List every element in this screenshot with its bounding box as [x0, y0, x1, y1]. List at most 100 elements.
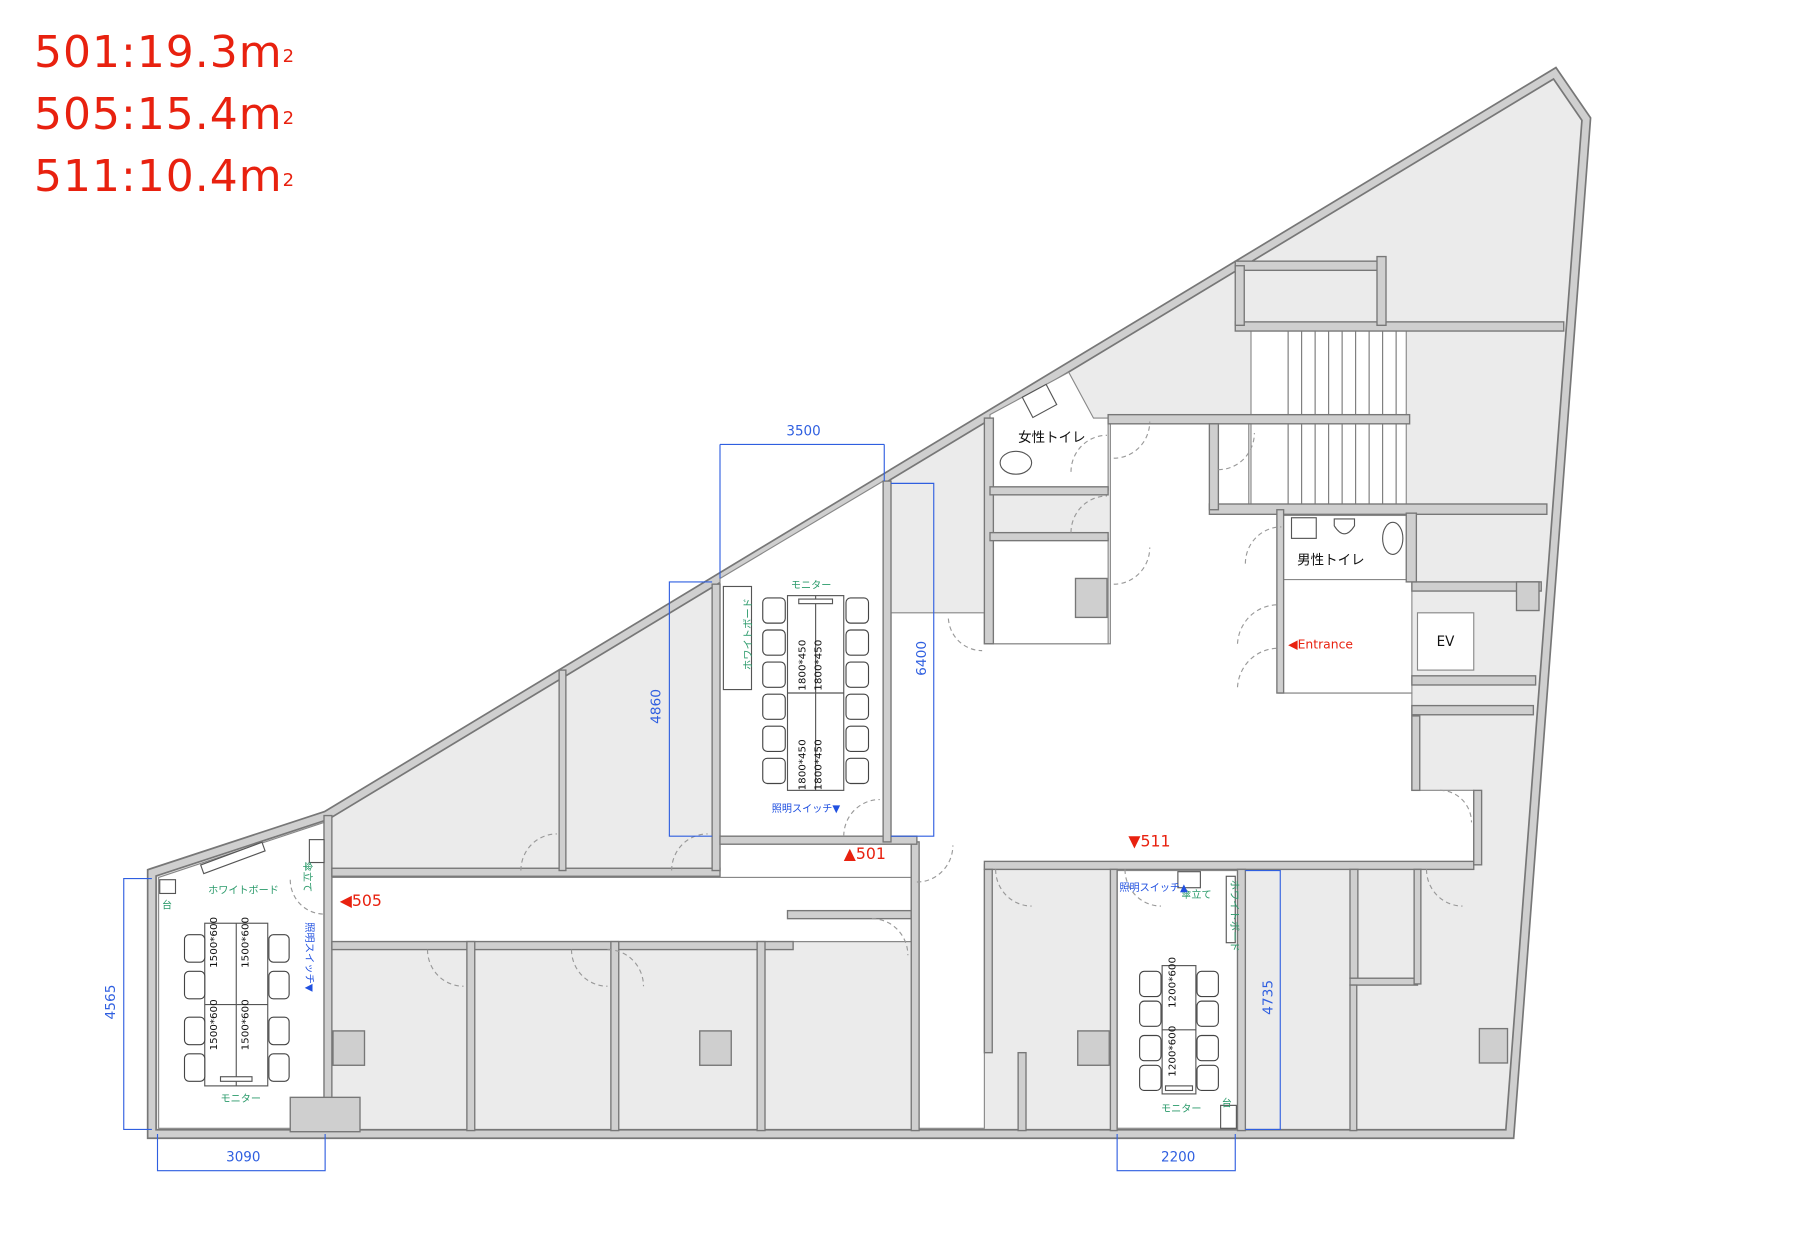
unit: m — [238, 151, 283, 202]
umbrella-stand-label: 傘立て — [301, 861, 314, 892]
room-number: 505 — [34, 89, 121, 140]
room-area: 10.4 — [136, 151, 239, 202]
monitor-label: モニター — [791, 580, 831, 592]
dimension-lines: 3500 6400 4860 4565 3090 2200 4735 — [103, 423, 1281, 1172]
chair — [1196, 1034, 1219, 1062]
table-size-label: 1500*600 — [241, 999, 252, 1050]
elevator-box — [1416, 612, 1475, 671]
chair — [762, 757, 786, 785]
wall-storage — [1234, 260, 1386, 272]
table-size-label: 1200*600 — [1168, 1026, 1179, 1077]
room-number: 501 — [34, 27, 121, 78]
unit: m — [238, 27, 283, 78]
chair — [183, 1053, 206, 1082]
door-swings — [289, 421, 1473, 987]
mens-toilet-bowl — [1382, 521, 1404, 555]
area-row-505: 505:15.4m2 — [34, 89, 296, 140]
wall-ev-bottom2 — [1411, 704, 1535, 716]
urinal — [1333, 518, 1356, 535]
chair — [268, 1053, 290, 1082]
chair — [183, 934, 206, 963]
table-size-label: 1800*450 — [813, 640, 824, 691]
chair — [762, 629, 786, 656]
wall-ev-bottom — [1411, 675, 1537, 686]
dimension-4860: 4860 — [648, 689, 664, 724]
light-switch-label: 照明スイッチ▼ — [772, 803, 841, 815]
entrance-marker: ◀Entrance — [1288, 636, 1353, 651]
chair — [845, 597, 870, 624]
wall-stair-top — [1234, 321, 1565, 332]
chair — [268, 1016, 290, 1046]
unit-sup: 2 — [282, 108, 296, 129]
womens-sink — [1021, 383, 1058, 419]
chair — [268, 970, 290, 1000]
room-501-marker: ▲501 — [844, 844, 886, 863]
dimension-4735: 4735 — [1260, 980, 1276, 1015]
monitor-label: モニター — [221, 1093, 261, 1105]
chairs — [183, 597, 1219, 1092]
dimension-3090: 3090 — [226, 1149, 260, 1165]
wall-stair-mid — [1107, 413, 1411, 425]
light-switch-label: 照明スイッチ▼ — [303, 922, 315, 992]
wall-storage-l — [1234, 265, 1245, 326]
womens-toilet-bowl — [999, 450, 1033, 475]
chair — [183, 970, 206, 1000]
whiteboard-501 — [722, 585, 753, 691]
chair — [1139, 1034, 1162, 1062]
chair — [762, 661, 786, 688]
chair — [1139, 970, 1162, 998]
monitor-label: モニター — [1161, 1103, 1201, 1115]
umbrella-stand-label: 傘立て — [1181, 888, 1211, 901]
chair — [845, 725, 870, 752]
elevator-label: EV — [1437, 634, 1455, 650]
whiteboard-label: ホワイトボード — [208, 884, 279, 896]
chair — [268, 934, 290, 963]
stand-505 — [159, 879, 177, 895]
table-size-label: 1200*600 — [1168, 957, 1179, 1008]
chair — [762, 693, 786, 720]
whiteboard-label: ホワイトボード — [1228, 880, 1240, 952]
wall-storage-r — [1376, 255, 1387, 326]
table-size-label: 1800*450 — [798, 640, 809, 691]
unit: m — [238, 89, 283, 140]
table-size-label: 1500*600 — [209, 999, 220, 1050]
table-size-label: 1800*450 — [798, 739, 809, 790]
room-511-marker: ▼511 — [1128, 831, 1170, 850]
unit-sup: 2 — [282, 46, 296, 67]
chair — [845, 757, 870, 785]
dimension-3500: 3500 — [786, 423, 820, 439]
chair — [183, 1016, 206, 1046]
corridor-west-strip — [331, 876, 912, 943]
area-row-501: 501:19.3m2 — [34, 27, 296, 78]
mens-toilet-label: 男性トイレ — [1297, 553, 1364, 569]
interior-walls — [289, 417, 1540, 1133]
umbrella-stand-511 — [1177, 871, 1201, 889]
table-size-label: 1500*600 — [209, 917, 220, 968]
room-501-furniture: 1800*450 1800*450 1800*450 1800*450 モニター… — [722, 580, 845, 815]
chair — [1196, 1064, 1219, 1092]
dimension-2200: 2200 — [1161, 1149, 1195, 1165]
chair — [1139, 1000, 1162, 1027]
chair — [1139, 1064, 1162, 1092]
chair — [845, 629, 870, 656]
chair — [1196, 970, 1219, 998]
wall-ev-top — [1411, 581, 1542, 592]
dimension-6400: 6400 — [914, 641, 930, 676]
wall-stair-bottom — [1208, 503, 1548, 515]
whiteboard-511 — [1225, 875, 1236, 944]
room-511-furniture: 1200*600 1200*600 モニター ホワイトボード 台 傘立て 照明ス… — [1119, 871, 1240, 1129]
area-row-511: 511:10.4m2 — [34, 151, 296, 202]
table-size-label: 1500*600 — [241, 917, 252, 968]
chair — [845, 661, 870, 688]
room-number: 511 — [34, 151, 121, 202]
wall-ev-left — [1405, 512, 1418, 583]
monitor-501 — [798, 598, 834, 605]
room-505-marker: ◀505 — [340, 891, 382, 910]
monitor-511 — [1164, 1085, 1194, 1092]
chair — [1196, 1000, 1219, 1027]
room-area: 19.3 — [136, 27, 239, 78]
umbrella-stand-505 — [308, 839, 325, 864]
mens-sink — [1290, 517, 1317, 539]
room-505-furniture: 1500*600 1500*600 1500*600 1500*600 モニター… — [159, 839, 325, 1105]
